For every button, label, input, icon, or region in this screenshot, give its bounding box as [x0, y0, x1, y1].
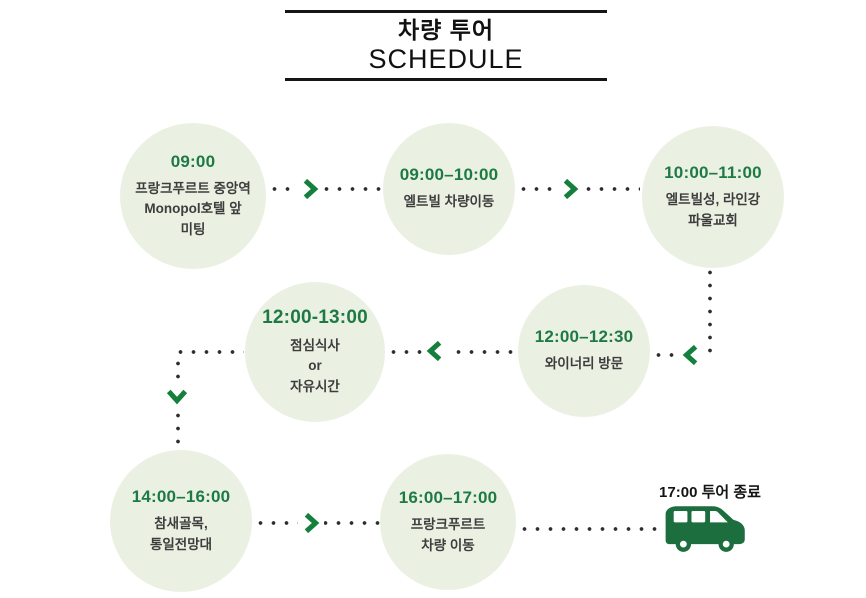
schedule-node-alley-observatory: 14:00–16:00 참새골목, 통일전망대 — [110, 450, 252, 592]
desc-line: 점심식사 — [290, 338, 340, 354]
schedule-node-lunch: 12:00-13:00 점심식사 or 자유시간 — [245, 282, 385, 422]
van-icon — [664, 503, 748, 553]
chevron-down-icon — [164, 383, 190, 409]
node-time: 12:00-13:00 — [262, 307, 368, 329]
title-korean: 차량 투어 — [397, 17, 495, 43]
node-time: 16:00–17:00 — [398, 488, 498, 508]
desc-line: 프랑크푸르트 중앙역 — [135, 181, 251, 197]
desc-line: 참새골목, — [154, 516, 208, 532]
node-time: 09:00 — [170, 152, 216, 172]
title-block: 차량 투어 SCHEDULE — [285, 10, 607, 82]
chevron-left-icon — [678, 342, 704, 368]
schedule-node-winery: 12:00–12:30 와이너리 방문 — [518, 285, 650, 417]
desc-line: 파울교회 — [688, 212, 738, 228]
dotted-connector — [518, 527, 660, 531]
node-desc: 프랑크푸르트 중앙역 Monopol호텔 앞 미팅 — [135, 179, 251, 240]
tour-end-label: 17:00 투어 종료 — [659, 484, 761, 501]
desc-line: 와이너리 방문 — [544, 356, 624, 372]
node-desc: 엘트빌 차량이동 — [404, 192, 495, 212]
node-desc: 와이너리 방문 — [545, 354, 623, 374]
desc-line: 자유시간 — [290, 378, 340, 394]
schedule-node-meeting: 09:00 프랑크푸르트 중앙역 Monopol호텔 앞 미팅 — [120, 123, 266, 269]
desc-line: 미팅 — [180, 221, 206, 237]
desc-line: 엘트빌 차량이동 — [403, 194, 495, 210]
node-time: 09:00–10:00 — [399, 165, 499, 185]
dotted-connector — [268, 187, 382, 191]
desc-line: or — [308, 358, 322, 374]
desc-line: 차량 이동 — [421, 537, 475, 553]
desc-line: 통일전망대 — [149, 536, 213, 552]
node-desc: 참새골목, 통일전망대 — [150, 514, 212, 555]
node-time: 10:00–11:00 — [664, 163, 762, 183]
node-time: 14:00–16:00 — [131, 487, 231, 507]
node-desc: 엘트빌성, 라인강 파울교회 — [666, 190, 760, 231]
chevron-right-icon — [297, 176, 323, 202]
chevron-left-icon — [422, 338, 448, 364]
schedule-node-eltville-castle: 10:00–11:00 엘트빌성, 라인강 파울교회 — [642, 126, 784, 268]
desc-line: Monopol호텔 앞 — [144, 201, 242, 217]
desc-line: 엘트빌성, 라인강 — [665, 192, 761, 208]
node-desc: 점심식사 or 자유시간 — [290, 336, 340, 397]
desc-line: 프랑크푸르트 — [410, 517, 486, 533]
dotted-connector — [174, 350, 244, 354]
node-time: 12:00–12:30 — [534, 327, 634, 347]
dotted-connector — [387, 350, 517, 354]
schedule-node-drive-eltville: 09:00–10:00 엘트빌 차량이동 — [383, 123, 515, 255]
title-english: SCHEDULE — [368, 43, 524, 74]
schedule-node-drive-frankfurt: 16:00–17:00 프랑크푸르트 차량 이동 — [380, 454, 516, 590]
node-desc: 프랑크푸르트 차량 이동 — [411, 515, 486, 556]
chevron-right-icon — [557, 176, 583, 202]
chevron-right-icon — [298, 510, 324, 536]
dotted-connector — [708, 266, 712, 354]
